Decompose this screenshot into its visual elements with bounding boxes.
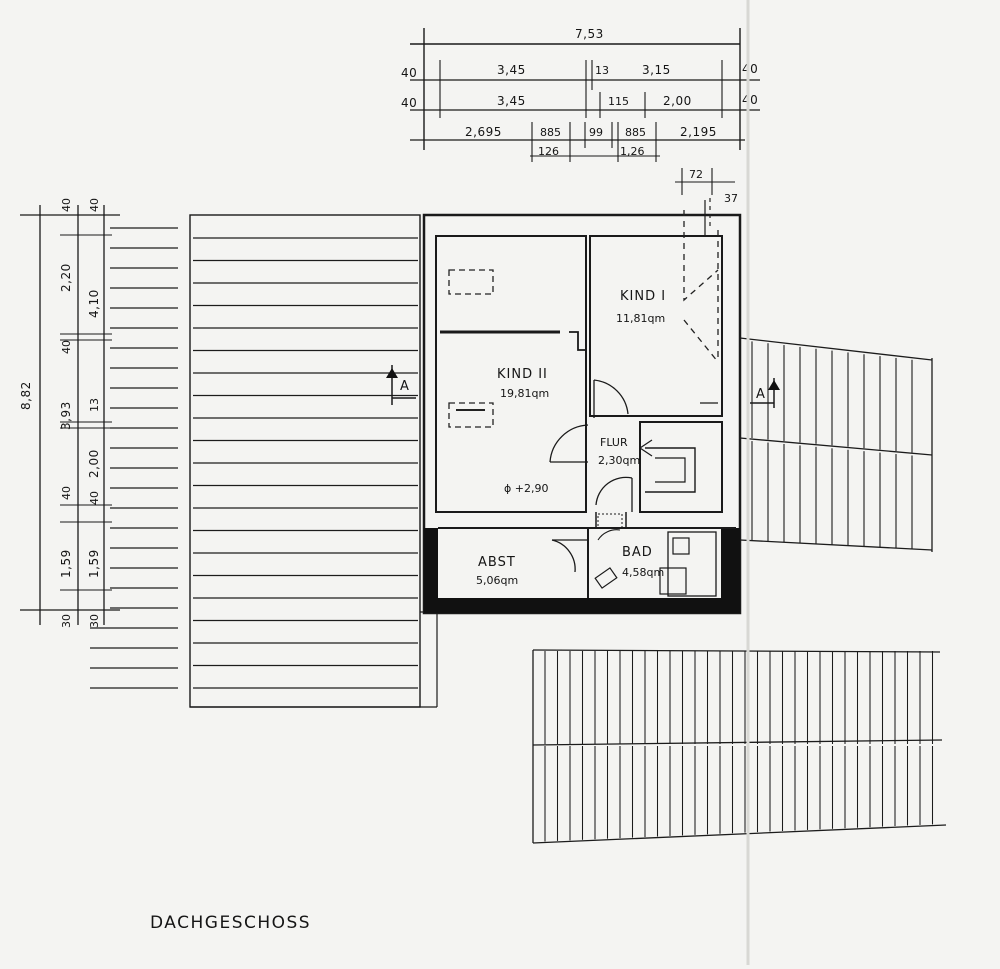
hatch-line: [739, 337, 933, 361]
roof-hatch-bottom-right: [532, 649, 947, 844]
hatch-line: [739, 539, 933, 551]
hatch-line: [532, 824, 947, 844]
hatch-line: [532, 739, 943, 746]
roof-hatch-left-outer: [90, 227, 178, 689]
dim-left-outer-4: 40: [60, 486, 73, 500]
room-abst-area: 5,06qm: [476, 574, 518, 587]
dim-row1-3: 3,15: [642, 63, 671, 77]
dim-left-inner-2: 13: [88, 398, 101, 412]
dim-row3-6: 2,195: [680, 125, 717, 139]
dashed-features: [448, 198, 719, 428]
dim-left-inner-6: 30: [88, 614, 101, 628]
dim-left-outer-5: 1,59: [59, 549, 73, 578]
dim-left-inner-0: 40: [88, 198, 101, 212]
dim-left-outer-6: 30: [60, 614, 73, 628]
section-label-right: A: [756, 387, 766, 402]
room-kind1-name: KIND I: [620, 289, 666, 304]
room-bad-area: 4,58qm: [622, 566, 664, 579]
dim-row3-4: 885: [625, 126, 646, 139]
dim-row3-2: 126: [538, 145, 559, 158]
stair-detail: [638, 439, 696, 493]
room-flur-name: FLUR: [600, 436, 628, 449]
dim-row3-0: 2,695: [465, 125, 502, 139]
room-kind2-name: KIND II: [497, 367, 548, 382]
room-kind2-area: 19,81qm: [500, 387, 549, 400]
dim-left-inner-1: 4,10: [87, 289, 101, 318]
section-label-left: A: [400, 379, 410, 394]
dim-left-outer-1: 2,20: [59, 263, 73, 292]
dim-row2-0: 40: [401, 96, 417, 110]
dim-upper-right-72: 72: [689, 168, 703, 181]
section-marker-right: A: [750, 378, 780, 408]
room-kind1-area: 11,81qm: [616, 312, 665, 325]
bath-fixtures: [594, 513, 717, 597]
dim-left-outer-3: 3,93: [59, 401, 73, 430]
dim-left-inner-4: 40: [88, 491, 101, 505]
top-dimension-chain: 7,53 40 3,45 13 3,15 40 40 3,45 115 2,00…: [401, 27, 760, 162]
upper-right-dimension: 72 37: [675, 168, 738, 205]
room-abst-name: ABST: [478, 555, 516, 570]
room-flur-area: 2,30qm: [598, 454, 640, 467]
dim-row3-1: 885: [540, 126, 561, 139]
drawing-title: DACHGESCHOSS: [150, 913, 311, 933]
dim-left-outer-2: 40: [60, 340, 73, 354]
dim-row1-2: 13: [595, 64, 609, 77]
dim-row3-5: 1,26: [620, 145, 645, 158]
dim-upper-right-37: 37: [724, 192, 738, 205]
hatch-line: [532, 649, 941, 653]
dim-row2-4: 40: [742, 93, 758, 107]
dim-left-outer-0: 40: [60, 198, 73, 212]
dim-row1-0: 40: [401, 66, 417, 80]
roof-hatch-right: [739, 337, 933, 552]
section-marker-left: A: [386, 365, 416, 405]
roof-area-left-border: [189, 214, 421, 708]
dim-row2-3: 2,00: [663, 94, 692, 108]
dim-left-inner-5: 1,59: [87, 549, 101, 578]
dim-overall-depth: 8,82: [19, 381, 33, 410]
dim-left-inner-3: 2,00: [87, 449, 101, 478]
building-walls: [422, 200, 742, 615]
dim-row1-1: 3,45: [497, 63, 526, 77]
dim-row3-3: 99: [589, 126, 603, 139]
ceiling-height-note: ϕ +2,90: [504, 482, 548, 495]
roof-hatch-left-main: [193, 237, 418, 689]
left-dimension-chain: 8,82 40 2,20 40 3,93 40 1,59 30 40 4,10 …: [19, 198, 120, 628]
hatch-line: [739, 437, 933, 456]
room-bad-name: BAD: [622, 545, 653, 560]
doors: [549, 379, 633, 573]
dim-row1-4: 40: [742, 62, 758, 76]
dim-row2-2: 115: [608, 95, 629, 108]
dim-overall-width: 7,53: [575, 27, 604, 41]
dim-row2-1: 3,45: [497, 94, 526, 108]
